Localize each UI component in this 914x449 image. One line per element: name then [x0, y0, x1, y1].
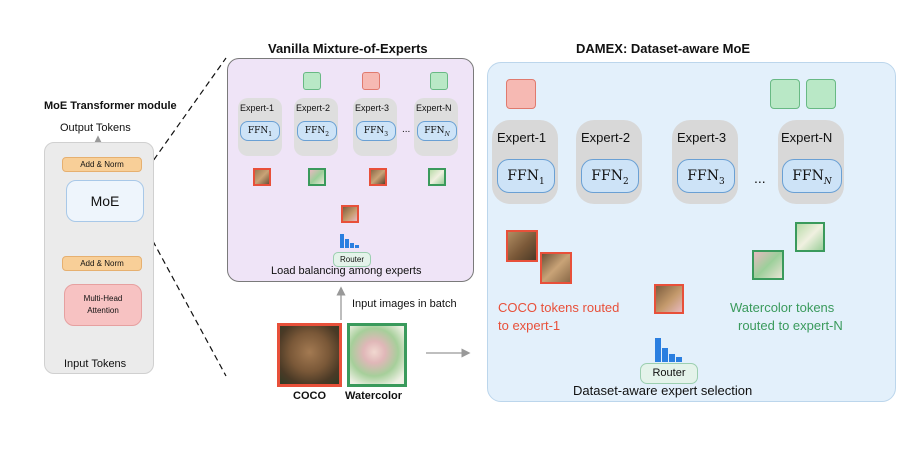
- water-route-text-2: routed to expert-N: [738, 318, 843, 333]
- batch-label: Input images in batch: [352, 298, 457, 310]
- watercolor-thumbnail: [795, 222, 825, 252]
- ffn-text: FFN: [507, 168, 539, 184]
- water-route-text-1: Watercolor tokens: [730, 300, 835, 315]
- bar-chart-icon: [655, 334, 687, 362]
- multi-head-attention-block: Multi-Head Attention: [64, 284, 142, 326]
- damex-expert-2-label: Expert-2: [581, 130, 631, 145]
- coco-image: [277, 323, 342, 387]
- damex-square-green-1: [770, 79, 800, 109]
- coco-label: COCO: [293, 390, 326, 402]
- watercolor-thumbnail: [428, 168, 446, 186]
- ffn-sub: 2: [325, 130, 330, 138]
- ffn-sub: 3: [718, 176, 725, 187]
- bear-thumbnail: [506, 230, 538, 262]
- ffn-text: FFN: [792, 168, 824, 184]
- moe-block: MoE: [66, 180, 144, 222]
- damex-title: DAMEX: Dataset-aware MoE: [576, 41, 751, 56]
- damex-router-box: Router: [640, 363, 698, 384]
- damex-ffn-1: FFN1: [497, 159, 555, 193]
- zoom-line-bottom: [147, 231, 227, 377]
- damex-expert-1-label: Expert-1: [497, 130, 547, 145]
- ffn-text: FFN: [687, 168, 719, 184]
- ffn-sub: 2: [622, 176, 629, 187]
- coco-route-text-2: to expert-1: [498, 318, 561, 333]
- ffn-sub: 1: [538, 176, 545, 187]
- vanilla-expert-n-label: Expert-N: [416, 103, 452, 113]
- watercolor-image: [347, 323, 407, 387]
- damex-square-red: [506, 79, 536, 109]
- watercolor-thumbnail: [308, 168, 326, 186]
- add-norm-bottom: Add & Norm: [62, 256, 142, 271]
- ffn-sub: N: [444, 130, 450, 138]
- vanilla-square-green-1: [303, 72, 321, 90]
- vanilla-square-red: [362, 72, 380, 90]
- bear-thumbnail: [540, 252, 572, 284]
- vanilla-ffn-1: FFN1: [240, 121, 280, 141]
- damex-ffn-3: FFN3: [677, 159, 735, 193]
- vanilla-ffn-n: FFNN: [417, 121, 457, 141]
- vanilla-ffn-3: FFN3: [356, 121, 396, 141]
- mha-label: Multi-Head Attention: [83, 294, 123, 315]
- bear-thumbnail: [253, 168, 271, 186]
- damex-panel: [487, 62, 896, 402]
- ffn-sub: N: [823, 176, 832, 187]
- damex-expert-n-label: Expert-N: [781, 130, 833, 145]
- ffn-sub: 1: [268, 130, 273, 138]
- input-tokens-label: Input Tokens: [64, 358, 127, 370]
- vanilla-ellipsis: ...: [402, 124, 411, 135]
- zoom-line-top: [147, 57, 227, 169]
- vanilla-square-green-2: [430, 72, 448, 90]
- ffn-text: FFN: [591, 168, 623, 184]
- vanilla-caption: Load balancing among experts: [271, 265, 422, 277]
- damex-expert-3-label: Expert-3: [677, 130, 727, 145]
- damex-square-green-2: [806, 79, 836, 109]
- vanilla-expert-2-label: Expert-2: [296, 103, 331, 113]
- coco-route-text-1: COCO tokens routed: [498, 300, 620, 315]
- ffn-sub: 3: [384, 130, 389, 138]
- watercolor-thumbnail: [752, 250, 784, 280]
- bar-chart-icon: [340, 230, 362, 248]
- bear-thumbnail: [369, 168, 387, 186]
- ffn-text: FFN: [247, 126, 269, 136]
- vanilla-title: Vanilla Mixture-of-Experts: [268, 41, 428, 56]
- vanilla-expert-1-label: Expert-1: [240, 103, 275, 113]
- damex-ellipsis: ...: [754, 170, 766, 186]
- ffn-text: FFN: [363, 126, 385, 136]
- bear-thumbnail: [341, 205, 359, 223]
- damex-ffn-2: FFN2: [581, 159, 639, 193]
- vanilla-router-box: Router: [333, 252, 371, 267]
- output-tokens-label: Output Tokens: [60, 122, 131, 134]
- ffn-text: FFN: [304, 126, 326, 136]
- watercolor-label: Watercolor: [345, 390, 403, 402]
- damex-caption: Dataset-aware expert selection: [573, 383, 753, 398]
- bear-thumbnail: [654, 284, 684, 314]
- ffn-text: FFN: [424, 126, 445, 136]
- vanilla-ffn-2: FFN2: [297, 121, 337, 141]
- left-module-title: MoE Transformer module: [44, 100, 177, 112]
- vanilla-expert-3-label: Expert-3: [355, 103, 390, 113]
- damex-ffn-n: FFNN: [782, 159, 842, 193]
- add-norm-top: Add & Norm: [62, 157, 142, 172]
